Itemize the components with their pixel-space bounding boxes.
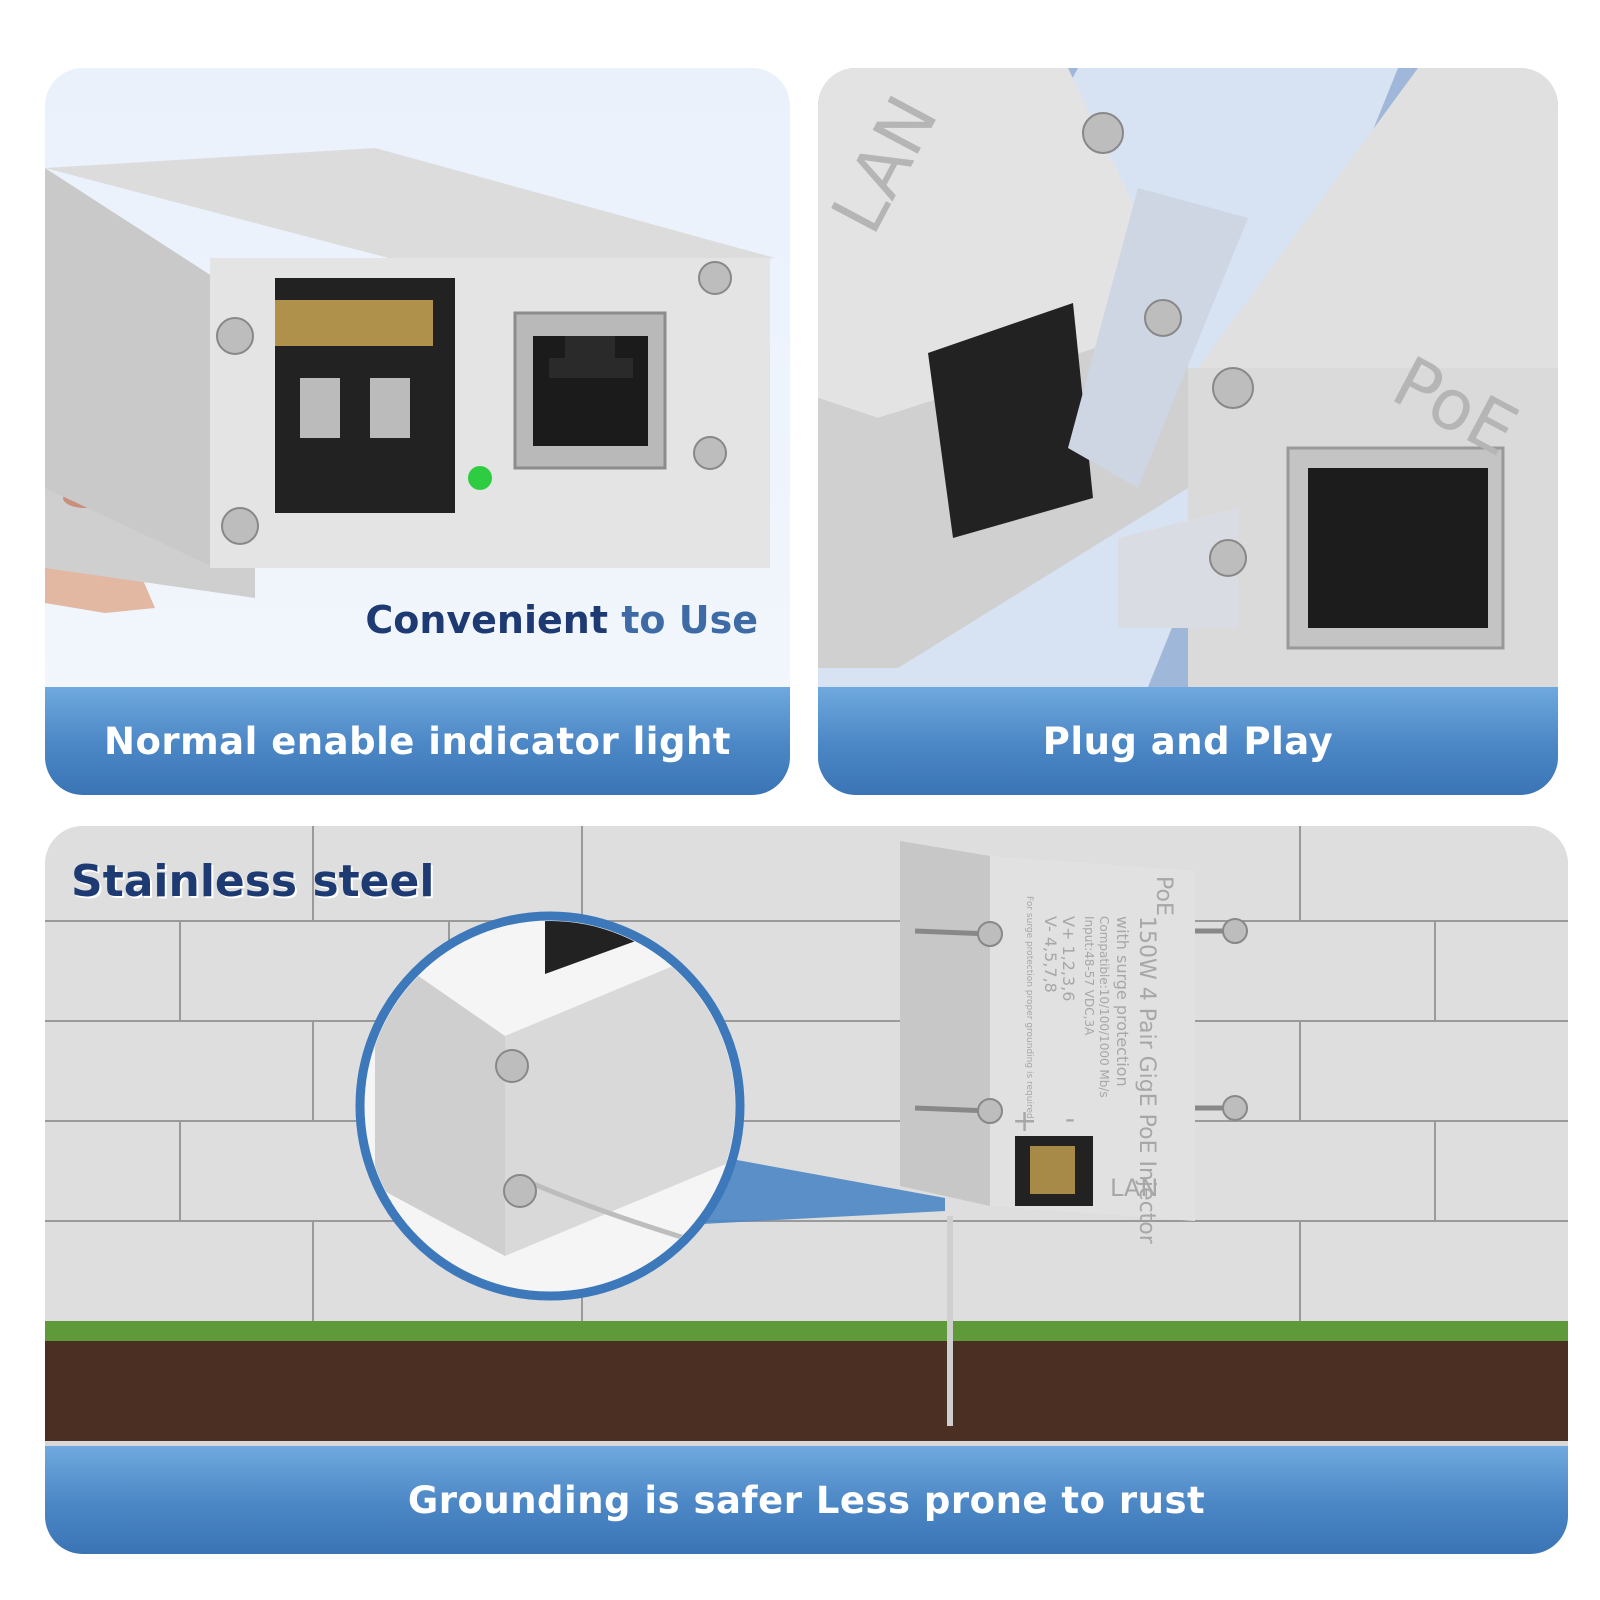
left-rj45-port-icon bbox=[928, 303, 1093, 538]
banner-plug-and-play: Plug and Play bbox=[818, 687, 1558, 795]
device-label-vplus: V+ 1,2,3,6 bbox=[1059, 916, 1078, 1001]
banner-text: Grounding is safer Less prone to rust bbox=[407, 1478, 1206, 1522]
panel-grounding: 150W 4 Pair GigE PoE Injector with surge… bbox=[45, 826, 1568, 1554]
device-label-lan: LAN bbox=[1110, 1174, 1158, 1202]
caption-convenient: Convenient to Use bbox=[365, 598, 758, 642]
banner-text: Normal enable indicator light bbox=[104, 719, 731, 763]
caption-stainless-steel: Stainless steel bbox=[71, 856, 435, 907]
indicator-light-icon bbox=[468, 466, 492, 490]
device-label-vminus: V- 4,5,7,8 bbox=[1041, 916, 1060, 993]
device-photo-front bbox=[45, 148, 775, 613]
device-photo-wall-mount: 150W 4 Pair GigE PoE Injector with surge… bbox=[45, 826, 1568, 1441]
right-rj45-port-icon bbox=[1308, 468, 1488, 628]
banner-indicator-light: Normal enable indicator light bbox=[45, 687, 790, 795]
caption-word-convenient: Convenient bbox=[365, 598, 609, 642]
device-label-input: Input:48-57 VDC,3A bbox=[1082, 916, 1096, 1036]
device-photo-ports: LAN PoE bbox=[818, 68, 1558, 687]
device-label-subtitle: with surge protection bbox=[1113, 916, 1132, 1087]
screw-icon bbox=[1082, 112, 1254, 577]
device-label-note: For surge protection proper grounding is… bbox=[1024, 896, 1034, 1119]
caption-word-to-use: to Use bbox=[621, 598, 758, 642]
screw-icon bbox=[216, 261, 732, 545]
panel-plug-and-play: LAN PoE Plug and Play bbox=[818, 68, 1558, 795]
device-label-plus: + bbox=[1012, 1104, 1037, 1139]
device-label-logo: PoE bbox=[1151, 876, 1176, 916]
device-label-title: 150W 4 Pair GigE PoE Injector bbox=[1134, 916, 1159, 1245]
banner-grounding: Grounding is safer Less prone to rust bbox=[45, 1446, 1568, 1554]
device-label-compatible: Compatible:10/100/1000 Mb/s bbox=[1097, 916, 1111, 1098]
device-label-minus: - bbox=[1065, 1102, 1075, 1135]
banner-text: Plug and Play bbox=[1042, 719, 1334, 763]
panel-indicator-light: Convenient to Use Normal enable indicato… bbox=[45, 68, 790, 795]
